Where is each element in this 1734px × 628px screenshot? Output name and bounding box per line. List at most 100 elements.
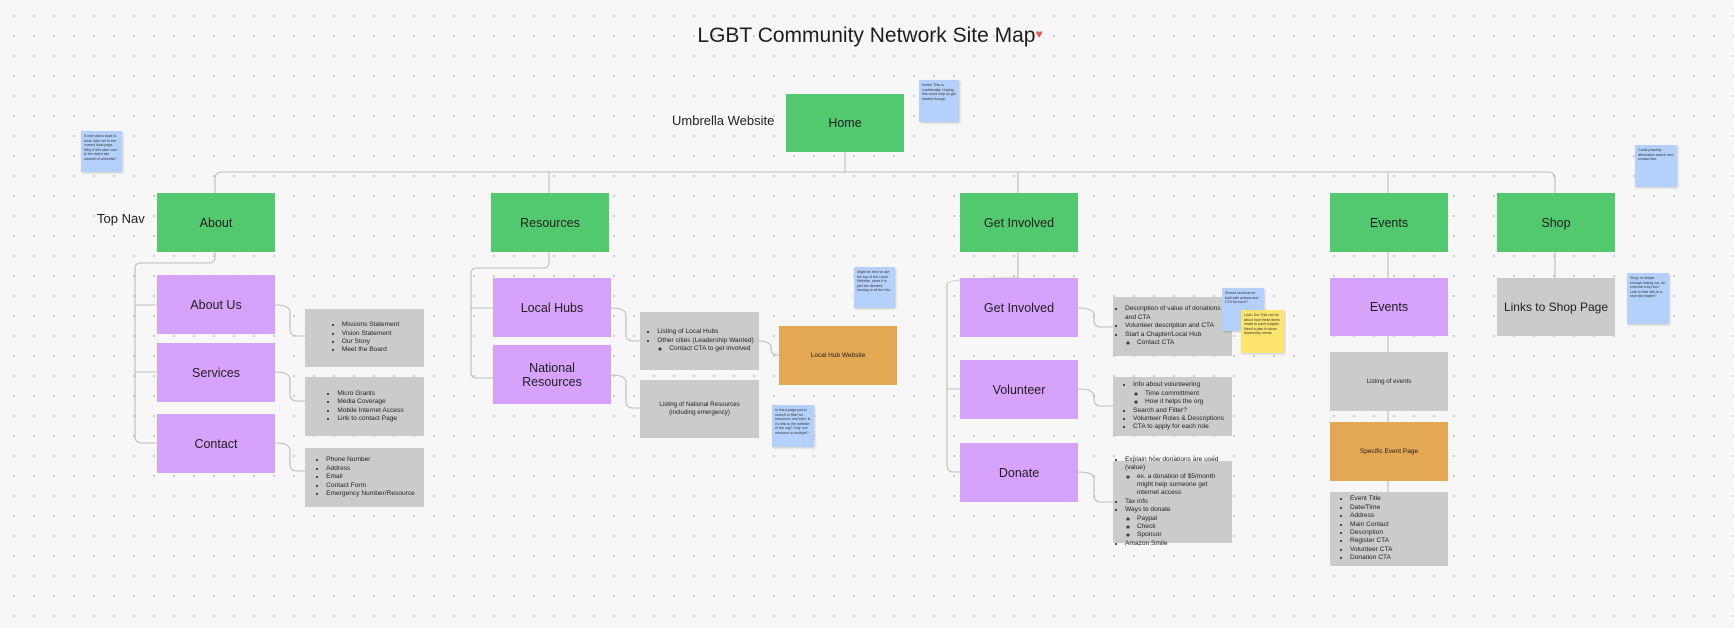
node-links-to-shop[interactable]: Links to Shop Page [1497,278,1615,336]
sub-list: Contact CTA to get involved [657,345,754,353]
list-item: Start a Chapter/Local Hub [1125,331,1232,339]
node-events-sub[interactable]: Events [1330,278,1448,336]
umbrella-website-label: Umbrella Website [672,113,775,128]
list-item: Micro Grants [337,390,403,398]
list-item: Contact CTA to get involved [669,345,754,353]
node-contact[interactable]: Contact [157,414,275,473]
node-local-hubs[interactable]: Local Hubs [493,278,611,337]
list-item: Donation CTA [1350,554,1448,562]
list-item: Description of value of donations and CT… [1125,305,1232,322]
heart-icon: ♥ [1035,27,1043,41]
sticky-note-national[interactable]: Is this a page just to search or filter … [772,405,814,447]
sub-list: Contact CTA [1125,339,1232,347]
sub-list: Time committment How it helps the org [1133,390,1224,407]
list-item: Search and Filter? [1133,407,1224,415]
sub-list: ex. a donation of $5/month might help so… [1125,473,1228,498]
node-get-involved[interactable]: Get Involved [960,193,1078,252]
list-item: Sponsor [1137,531,1228,539]
sticky-note-text: Should sections be built with actions an… [1225,291,1259,305]
sticky-note-left[interactable]: If user clicks back to local, take me to… [81,131,122,172]
list-item: Date/Time [1350,504,1448,512]
sticky-note-text: If user clicks back to local, take me to… [84,134,118,161]
list-item: Amazon Smile [1125,540,1228,548]
event-page-list: Event Title Date/Time Address Main Conta… [1330,495,1448,562]
node-national-resources[interactable]: National Resources [493,345,611,404]
node-services[interactable]: Services [157,343,275,402]
content-contact: Phone Number Address Email Contact Form … [305,448,424,507]
sticky-note-shop[interactable]: Shop: is simple enough linking out. An e… [1627,273,1669,324]
donate-list: Explain how donations are used (value) e… [1113,456,1232,548]
list-item: Tax info [1125,498,1228,506]
top-nav-label: Top Nav [97,211,145,226]
sticky-note-text: Could possibly alternative search and co… [1638,148,1674,162]
sticky-note-text: Look, Do! This can be about how these it… [1244,313,1280,336]
list-item: Explain how donations are used (value) [1125,456,1228,473]
list-item: Email [326,473,415,481]
node-about-us[interactable]: About Us [157,275,275,334]
content-get-involved: Description of value of donations and CT… [1113,297,1232,356]
sticky-note-home[interactable]: Notes: This is confidential. Hoping this… [919,80,959,122]
page-title: LGBT Community Network Site Map♥ [600,24,1140,48]
node-resources[interactable]: Resources [491,193,609,252]
list-item: Our Story [342,338,400,346]
contact-list: Phone Number Address Email Contact Form … [314,456,415,498]
sticky-note-get-involved-yellow[interactable]: Look, Do! This can be about how these it… [1241,310,1284,353]
list-item: Main Contact [1350,521,1448,529]
content-event-page: Event Title Date/Time Address Main Conta… [1330,492,1448,566]
list-item: Missions Statement [342,321,400,329]
list-item: Address [1350,512,1448,520]
node-home[interactable]: Home [786,94,904,152]
node-donate[interactable]: Donate [960,443,1078,502]
title-text: LGBT Community Network Site Map [697,24,1036,47]
sticky-note-right[interactable]: Could possibly alternative search and co… [1635,145,1677,187]
list-item: Other cities (Leadership Wanted) [657,337,754,345]
list-item: Contact CTA [1137,339,1232,347]
content-services: Micro Grants Media Coverage Mobile Inter… [305,377,424,436]
sticky-note-local-hub[interactable]: Might be best to use the top of the Loca… [854,267,895,308]
list-item: Listing of Local Hubs [657,328,754,336]
list-item: Volunteer description and CTA [1125,322,1232,330]
sticky-note-text: Might be best to use the top of the Loca… [857,270,891,293]
about-us-list: Missions Statement Vision Statement Our … [330,321,400,355]
content-listing-of-events: Listing of events [1330,352,1448,411]
list-item: Meet the Board [342,346,400,354]
list-item: Info about volunteering [1133,381,1224,389]
sticky-note-text: Notes: This is confidential. Hoping this… [922,83,956,101]
sub-list: Paypal Check Sponsor [1125,515,1228,540]
get-involved-list: Description of value of donations and CT… [1113,305,1232,347]
list-item: ex. a donation of $5/month might help so… [1137,473,1228,498]
list-item: Event Title [1350,495,1448,503]
list-item: Phone Number [326,456,415,464]
content-local-hubs: Listing of Local Hubs Other cities (Lead… [640,312,759,370]
list-item: Volunteer Roles & Descriptions [1133,415,1224,423]
sticky-note-text: Is this a page just to search or filter … [775,408,811,435]
list-item: Link to contact Page [337,415,403,423]
list-item: Contact Form [326,482,415,490]
sticky-note-text: Shop: is simple enough linking out. An e… [1630,276,1666,299]
list-item: Vision Statement [342,330,400,338]
node-volunteer[interactable]: Volunteer [960,360,1078,419]
list-item: Mobile Internet Access [337,407,403,415]
content-donate: Explain how donations are used (value) e… [1113,456,1232,547]
list-item: Check [1137,523,1228,531]
content-volunteer: Info about volunteering Time committment… [1113,377,1232,436]
local-hubs-list: Listing of Local Hubs Other cities (Lead… [645,328,754,353]
list-item: Address [326,465,415,473]
list-item: Media Coverage [337,398,403,406]
node-shop[interactable]: Shop [1497,193,1615,252]
list-item: Volunteer CTA [1350,546,1448,554]
list-item: Ways to donate [1125,506,1228,514]
volunteer-list: Info about volunteering Time committment… [1121,381,1224,431]
list-item: Time committment [1145,390,1224,398]
node-get-involved-sub[interactable]: Get Involved [960,278,1078,337]
list-item: How it helps the org [1145,398,1224,406]
list-item: Paypal [1137,515,1228,523]
node-events[interactable]: Events [1330,193,1448,252]
list-item: Register CTA [1350,537,1448,545]
list-item: Description [1350,529,1448,537]
node-local-hub-website[interactable]: Local Hub Website [779,326,897,385]
node-about[interactable]: About [157,193,275,252]
content-national-resources: Listing of National Resources (including… [640,380,759,438]
node-specific-event-page[interactable]: Specific Event Page [1330,422,1448,481]
